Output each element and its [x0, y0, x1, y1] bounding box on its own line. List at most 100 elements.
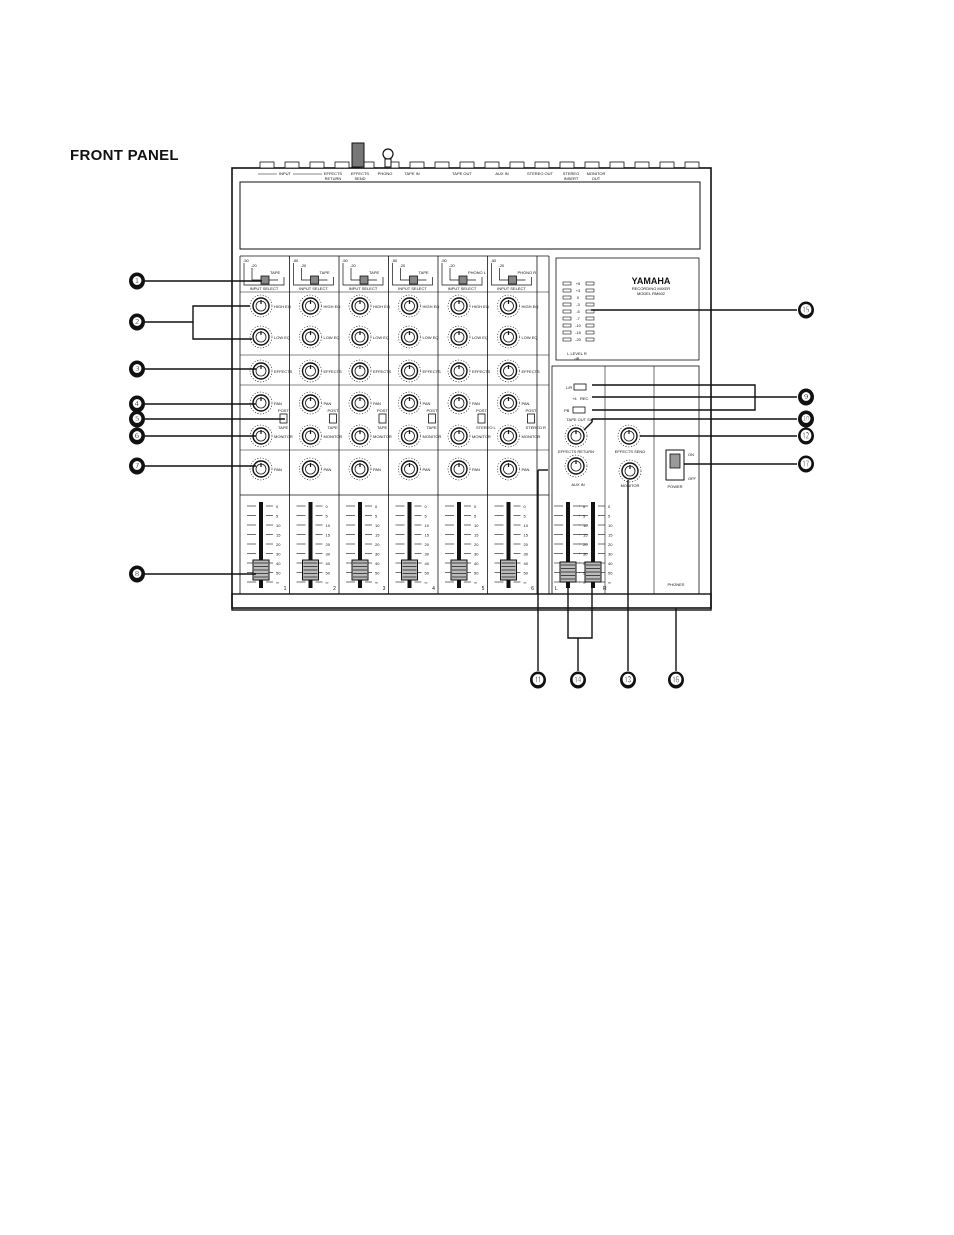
knob-scale — [299, 391, 322, 415]
knob-body — [499, 328, 518, 346]
callout-right-3: ⓬ — [798, 427, 814, 445]
callout-right-4: ⓱ — [798, 455, 814, 473]
knob-scale — [299, 294, 322, 318]
post-switch — [329, 413, 337, 424]
callout-dot — [570, 671, 586, 689]
fader-scale-label: 40 — [425, 561, 430, 566]
knob-scale — [249, 391, 273, 415]
knob-body — [450, 328, 468, 346]
high-eq-label: HIGH EQ — [274, 304, 291, 309]
top-jack-label: STEREO OUT — [527, 171, 554, 176]
ground-post — [384, 158, 392, 168]
knob-body — [252, 460, 270, 478]
top-jack — [259, 161, 275, 169]
fader-scale-label: 15 — [474, 533, 479, 538]
knob-scale — [447, 325, 471, 349]
fader-scale-label: 40 — [474, 561, 479, 566]
tape-switch-label: STEREO L — [476, 425, 497, 430]
monitor-pan-label: PAN — [324, 467, 332, 472]
stereo-fader-l-label: L — [555, 586, 558, 592]
meter-caption: L LEVEL R — [567, 351, 587, 356]
knob-scale — [564, 454, 588, 478]
knob-body — [351, 394, 369, 412]
post-switch — [527, 413, 535, 424]
input-select-caption: INPUT SELECT — [250, 286, 279, 291]
knob-body — [301, 427, 320, 445]
tape-out-sw-caption: TAPE OUT SW — [566, 417, 593, 422]
fader-scale-label: 30 — [474, 552, 479, 557]
channel-number: 1 — [284, 586, 287, 592]
input-select-switch — [508, 275, 517, 285]
input-select-label: -50 — [441, 258, 448, 263]
fader-scale-label: 20 — [524, 542, 529, 547]
effects-label: EFFECTS — [472, 369, 491, 374]
fader-scale-label: 10 — [375, 523, 380, 528]
callout-dot — [798, 427, 814, 445]
high-eq-knob — [447, 294, 471, 318]
input-select-bracket — [392, 263, 433, 286]
knob-body — [450, 394, 468, 412]
callout-dot — [798, 410, 814, 428]
effects-label: EFFECTS — [522, 369, 541, 374]
fader-scale-label: 20 — [375, 542, 380, 547]
input-select-label: TAPE — [369, 270, 379, 275]
high-eq-label: HIGH EQ — [522, 304, 539, 309]
callout-bottom-3: ⓭ — [620, 671, 636, 689]
monitor-pan-knob — [249, 457, 273, 481]
high-eq-knob — [299, 294, 322, 318]
pan-label: PAN — [274, 401, 282, 406]
knob-body — [301, 362, 320, 380]
fader-scale-label: 15 — [583, 533, 588, 538]
callout-number: ⓯ — [801, 303, 812, 317]
knob-scale — [398, 424, 421, 448]
top-jack-label: STEREO — [563, 171, 579, 176]
input-select-caption: INPUT SELECT — [349, 286, 378, 291]
effects-label: EFFECTS — [324, 369, 343, 374]
top-jack — [434, 161, 450, 169]
knob-body — [499, 362, 518, 380]
callout-number: ❼ — [132, 461, 142, 473]
knob-scale — [398, 391, 421, 415]
knob-body — [351, 460, 369, 478]
knob-scale — [447, 391, 471, 415]
input-select-label: PHONO L — [468, 270, 487, 275]
knob-scale — [348, 294, 372, 318]
top-jack-label: EFFECTS — [351, 171, 370, 176]
monitor-knob — [398, 424, 421, 448]
fader-scale-label: 0 — [474, 504, 477, 509]
meter-led — [562, 281, 572, 286]
fader-scale-label: 0 — [583, 504, 586, 509]
callout-dot — [798, 301, 814, 319]
meter-scale: -15 — [575, 330, 582, 335]
input-select-label: -20 — [449, 263, 456, 268]
top-jack — [284, 161, 300, 169]
knob-body — [450, 362, 468, 380]
post-switch-label: POST — [526, 408, 537, 413]
knob-body — [301, 460, 320, 478]
fader-scale-label: 0 — [375, 504, 378, 509]
callout-dot — [129, 360, 145, 378]
tape-out-sw-label: REC — [580, 396, 589, 401]
post-switch — [477, 413, 486, 424]
knob-body — [252, 362, 270, 380]
callout-left-6: ❻ — [129, 427, 145, 445]
callout-dot — [530, 671, 546, 689]
callout-number: ❸ — [132, 364, 142, 376]
meter-scale: -3 — [576, 302, 580, 307]
fader-slot — [308, 502, 313, 588]
callout-dot — [798, 455, 814, 473]
meter-caption: dB — [575, 356, 580, 361]
fader-scale-label: 50 — [608, 571, 613, 576]
callout-dot — [129, 427, 145, 445]
callout-left-7: ❼ — [129, 457, 145, 475]
post-switch-label: POST — [377, 408, 388, 413]
fader-scale-label: 50 — [524, 571, 529, 576]
monitor-label: MONITOR — [373, 434, 392, 439]
fader-scale-label: 15 — [524, 533, 529, 538]
knob-body — [450, 297, 468, 315]
fader-slot — [457, 502, 461, 588]
ground-knob — [382, 148, 394, 160]
